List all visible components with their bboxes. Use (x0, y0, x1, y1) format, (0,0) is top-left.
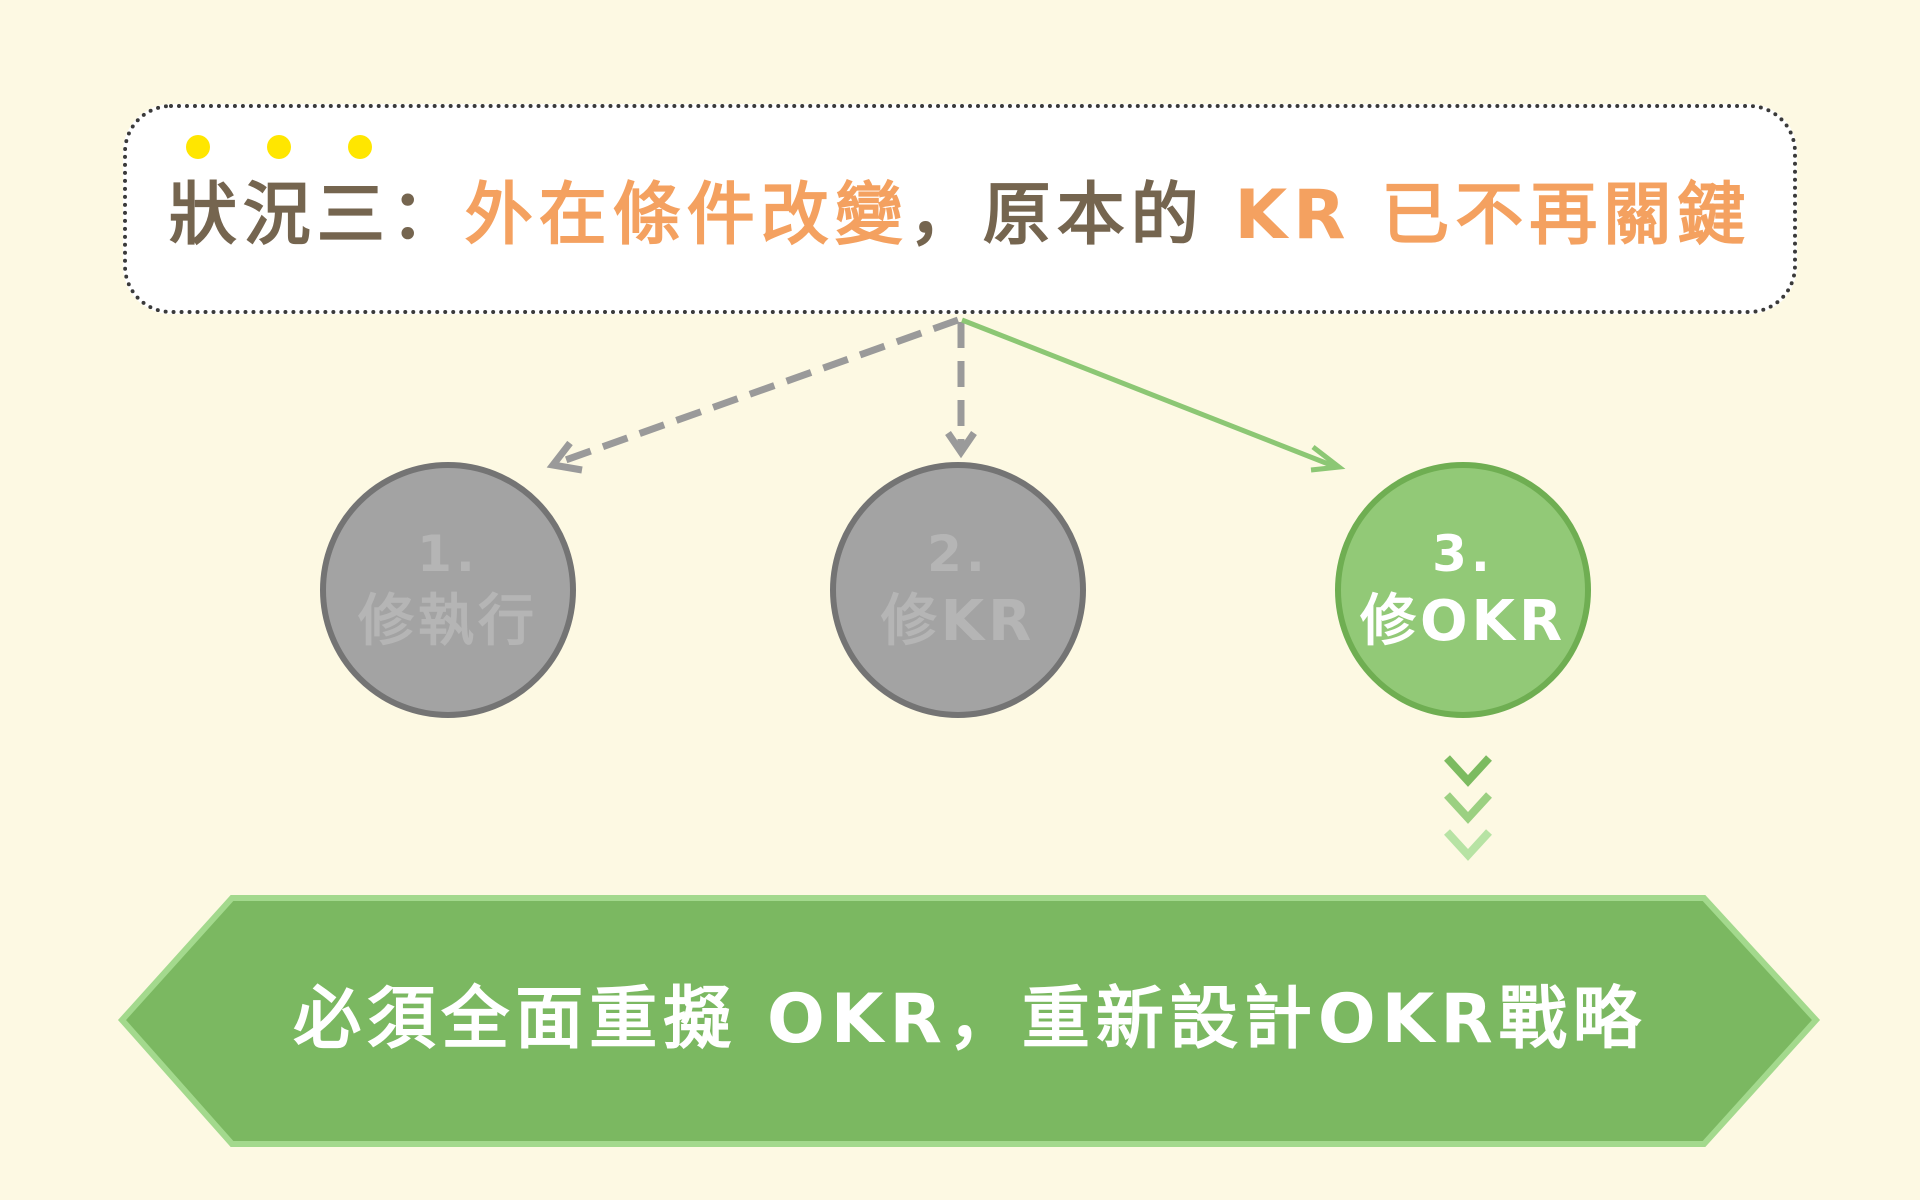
title-highlight-condition: 外在條件改變 (464, 176, 909, 255)
dot-icon (348, 135, 372, 159)
option-fix-okr: 3. 修OKR (1335, 462, 1591, 718)
option-number: 2. (927, 525, 989, 583)
conclusion-text: 必須全面重擬 OKR，重新設計OKR戰略 (293, 980, 1647, 1059)
option-label: 修OKR (1359, 589, 1567, 654)
option-fix-execution: 1. 修執行 (320, 462, 576, 718)
title-box: 狀況三：外在條件改變，原本的 KR 已不再關鍵 (123, 104, 1797, 314)
dot-icon (186, 135, 210, 159)
option-number: 1. (417, 525, 479, 583)
page-title: 狀況三：外在條件改變，原本的 KR 已不再關鍵 (127, 176, 1793, 256)
title-middle: ，原本的 (908, 176, 1235, 255)
chevron-down-icon (1444, 792, 1492, 824)
dot-icon (267, 135, 291, 159)
option-fix-kr: 2. 修KR (830, 462, 1086, 718)
chevron-down-icon (1444, 755, 1492, 787)
connector-option-3 (961, 317, 1337, 470)
option-label: 修執行 (358, 589, 538, 654)
arrowhead-option-2 (945, 431, 977, 459)
title-prefix: 狀況三： (168, 176, 465, 255)
option-label: 修KR (880, 589, 1036, 654)
option-number: 3. (1432, 525, 1494, 583)
conclusion-banner-shape (117, 895, 1821, 1147)
arrowhead-option-1 (546, 440, 583, 474)
connector-option-1 (558, 316, 960, 466)
arrowhead-option-3 (1310, 445, 1346, 473)
chevron-down-icon (1444, 829, 1492, 861)
title-highlight-kr: KR 已不再關鍵 (1234, 176, 1752, 255)
